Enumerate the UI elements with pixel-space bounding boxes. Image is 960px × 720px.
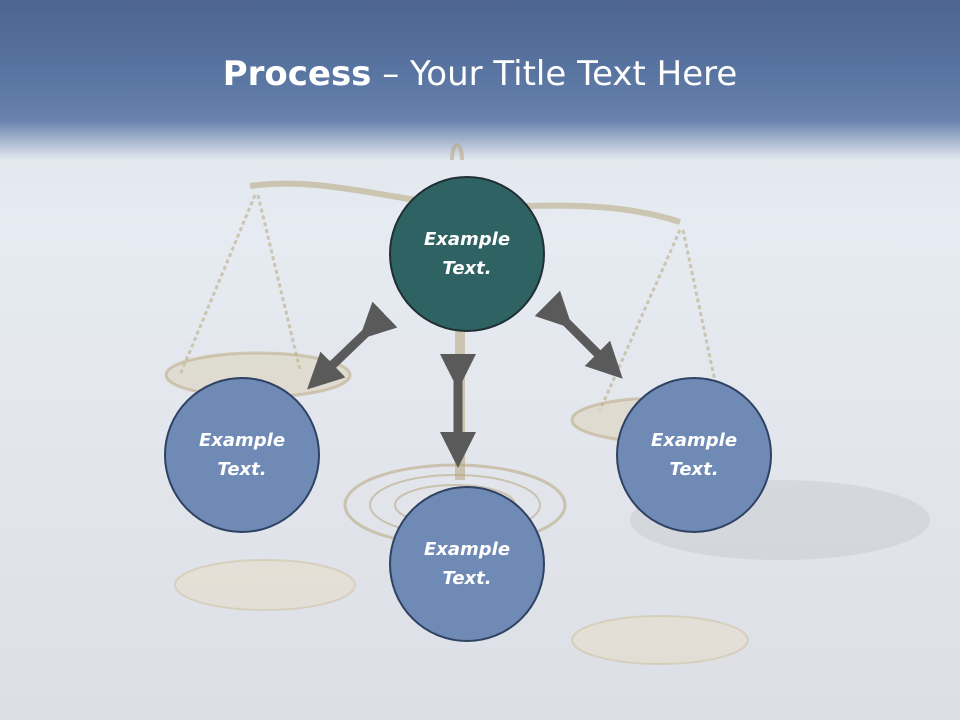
node-right-label: Example Text. [650, 430, 738, 480]
arrow-top-right [534, 290, 623, 379]
process-node-bottom: Example Text. [389, 486, 545, 642]
node-left-label: Example Text. [198, 430, 286, 480]
process-node-left: Example Text. [164, 377, 320, 533]
slide-title: Process – Your Title Text Here [0, 54, 960, 94]
slide-title-bold: Process [222, 54, 372, 94]
node-bottom-label: Example Text. [423, 539, 511, 589]
node-top-label: Example Text. [423, 229, 511, 279]
slide-title-rest: – Your Title Text Here [371, 54, 738, 94]
process-node-right: Example Text. [616, 377, 772, 533]
arrow-top-left [307, 301, 398, 390]
title-bar [0, 0, 960, 160]
process-node-top: Example Text. [389, 176, 545, 332]
